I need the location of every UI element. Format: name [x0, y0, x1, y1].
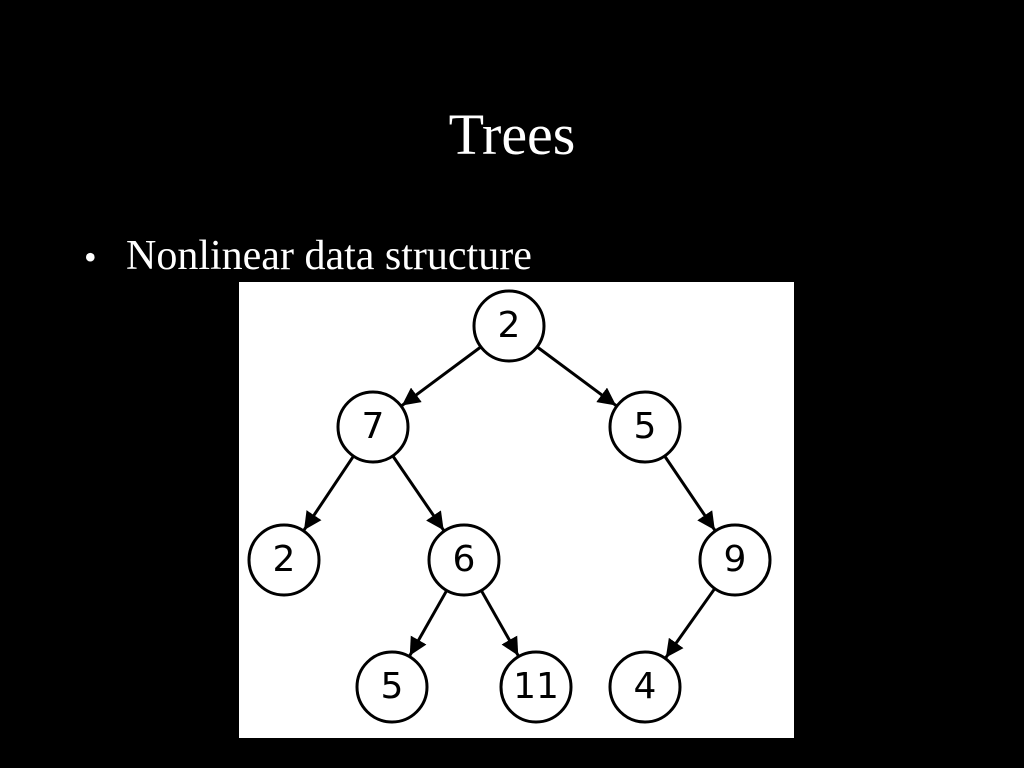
tree-node: 6 [427, 523, 501, 597]
tree-edge-arrow [663, 455, 717, 532]
tree-node: 11 [499, 650, 573, 724]
tree-node-circle [472, 289, 546, 363]
tree-node: 2 [247, 523, 321, 597]
tree-edge-arrow [408, 589, 449, 657]
tree-node-circle [355, 650, 429, 724]
tree-node-circle [336, 390, 410, 464]
tree-node-label: 2 [498, 305, 521, 346]
bullet-marker: • [84, 237, 97, 277]
tree-node-circle [608, 390, 682, 464]
tree-edges [302, 345, 717, 659]
tree-edge-arrow [391, 455, 445, 532]
tree-node: 7 [336, 390, 410, 464]
tree-edge-arrow [302, 455, 355, 531]
tree-node: 5 [355, 650, 429, 724]
tree-node-label: 5 [634, 406, 657, 447]
bullet-item: • Nonlinear data structure [84, 228, 532, 285]
tree-node-circle [499, 650, 573, 724]
tree-node-label: 6 [453, 539, 476, 580]
tree-edge-arrow [664, 587, 716, 659]
tree-node-label: 5 [381, 666, 404, 707]
tree-node-circle [427, 523, 501, 597]
tree-nodes: 2 7 5 2 6 9 5 11 4 [247, 289, 772, 724]
tree-node-label: 7 [362, 406, 385, 447]
bullet-text: Nonlinear data structure [126, 233, 532, 279]
tree-node: 2 [472, 289, 546, 363]
bullet-list: • Nonlinear data structure [84, 228, 532, 285]
binary-tree-figure: 2 7 5 2 6 9 5 11 4 [239, 282, 794, 738]
tree-node-label: 4 [634, 666, 657, 707]
tree-edge-arrow [479, 589, 520, 657]
tree-node: 5 [608, 390, 682, 464]
tree-node: 4 [608, 650, 682, 724]
tree-node-circle [247, 523, 321, 597]
tree-node-label: 2 [273, 539, 296, 580]
tree-node: 9 [698, 523, 772, 597]
slide-title: Trees [448, 102, 576, 167]
binary-tree-diagram: 2 7 5 2 6 9 5 11 4 [247, 289, 772, 724]
tree-node-circle [608, 650, 682, 724]
tree-edge-arrow [401, 345, 482, 407]
tree-node-label: 11 [513, 666, 559, 707]
tree-edge-arrow [536, 345, 617, 407]
tree-node-circle [698, 523, 772, 597]
tree-node-label: 9 [724, 539, 747, 580]
